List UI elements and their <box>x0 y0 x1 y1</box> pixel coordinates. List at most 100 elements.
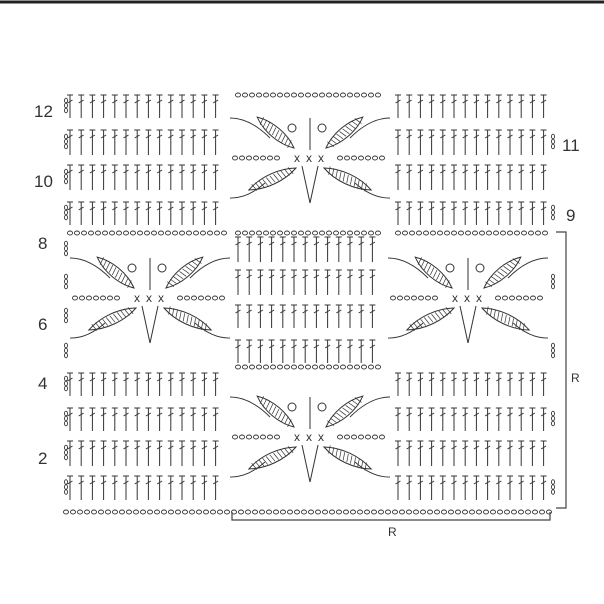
dc-stitch-symbol <box>507 201 513 225</box>
chain-symbol <box>375 364 381 370</box>
chain-symbol <box>77 509 83 515</box>
chain-symbol <box>340 230 346 236</box>
dc-stitch-symbol <box>268 339 275 363</box>
dc-stitch-symbol <box>111 201 118 225</box>
dc-stitch-symbol <box>462 440 469 466</box>
dc-stitch-symbol <box>395 407 401 431</box>
dc-stitch-symbol <box>201 129 208 155</box>
dc-stitch-symbol <box>67 201 73 225</box>
chain-arc <box>387 322 424 339</box>
dc-stitch-symbol <box>111 407 118 431</box>
chain-symbol <box>298 230 304 236</box>
dc-stitch-symbol <box>235 236 241 262</box>
chain-symbol <box>486 230 492 236</box>
chain-symbol <box>462 509 468 515</box>
chain-symbol <box>249 230 255 236</box>
chain-symbol <box>507 230 513 236</box>
dc-stitch-symbol <box>100 129 107 155</box>
vertical-repeat-bracket <box>556 231 567 509</box>
chain-symbol <box>358 155 364 161</box>
chain-symbol <box>64 420 68 427</box>
dc-stitch-symbol <box>473 164 480 190</box>
chain-symbol <box>107 295 113 301</box>
chain-symbol <box>528 230 534 236</box>
dc-stitch-symbol <box>302 269 309 295</box>
dc-stitch-symbol <box>134 475 141 500</box>
dc-stitch-symbol <box>145 129 152 155</box>
dc-stitch-symbol <box>123 129 129 155</box>
chain-symbol <box>253 155 259 161</box>
dc-stitch-symbol <box>111 372 118 396</box>
chain-symbol <box>64 278 68 285</box>
chain-symbol <box>172 230 178 236</box>
chain-symbol <box>273 509 279 515</box>
dc-stitch-symbol <box>462 201 469 225</box>
dc-stitch-symbol <box>406 129 413 155</box>
dc-stitch-symbol <box>395 164 401 190</box>
chain-symbol <box>551 484 555 490</box>
chain-symbol <box>287 509 293 515</box>
sc-x-symbol: x <box>464 291 470 305</box>
dc-stitch-symbol <box>235 339 241 363</box>
chain-symbol <box>256 92 262 98</box>
dc-stitch-symbol <box>529 475 536 500</box>
chain-symbol <box>161 509 167 515</box>
chain-symbol <box>509 295 515 301</box>
chain-symbol <box>551 420 555 427</box>
dc-stitch-symbol <box>123 407 129 431</box>
dc-stitch-symbol <box>246 339 253 363</box>
dc-stitch-symbol <box>540 475 547 500</box>
dc-stitch-symbol <box>451 372 457 396</box>
dc-stitch-symbol <box>89 475 96 500</box>
chain-symbol <box>500 230 506 236</box>
dc-stitch-symbol <box>507 372 513 396</box>
dc-stitch-symbol <box>78 440 85 466</box>
sc-x-symbol: x <box>294 151 300 165</box>
chain-symbol <box>357 509 363 515</box>
chain-symbol <box>365 434 371 440</box>
dc-stitch-symbol <box>179 94 185 118</box>
chain-symbol <box>351 155 357 161</box>
dc-stitch-symbol <box>395 372 401 396</box>
dc-stitch-symbol <box>291 339 297 363</box>
chain-symbol <box>214 230 220 236</box>
dc-stitch-symbol <box>347 339 353 363</box>
dc-stitch-symbol <box>406 372 413 396</box>
dc-stitch-symbol <box>201 440 208 466</box>
chain-symbol <box>267 434 273 440</box>
dc-stitch-symbol <box>190 475 197 500</box>
dc-stitch-symbol <box>100 94 107 118</box>
chain-symbol <box>200 230 206 236</box>
dc-stitch-symbol <box>167 475 174 500</box>
chain-symbol <box>64 380 68 387</box>
chain-symbol <box>119 509 125 515</box>
chain-symbol <box>441 509 447 515</box>
dc-stitch-symbol <box>201 475 208 500</box>
dc-stitch-symbol <box>495 372 502 396</box>
dc-stitch-symbol <box>134 440 141 466</box>
chain-leaf-petal <box>256 116 295 149</box>
chain-symbol <box>64 97 68 104</box>
dc-stitch-symbol <box>313 339 320 363</box>
chain-symbol <box>368 364 374 370</box>
chain-symbol <box>337 155 343 161</box>
dc-stitch-symbol <box>428 372 435 396</box>
chain-symbol <box>354 92 360 98</box>
chain-symbol <box>64 240 68 247</box>
dc-stitch-symbol <box>395 201 401 225</box>
chain-symbol <box>242 364 248 370</box>
dc-stitch-symbol <box>540 94 547 118</box>
chain-symbol <box>385 509 391 515</box>
dc-stitch-symbol <box>462 407 469 431</box>
dc-stitch-symbol <box>358 269 365 295</box>
chain-symbol <box>472 230 478 236</box>
dc-stitch-symbol <box>484 129 491 155</box>
chain-symbol <box>532 509 538 515</box>
chain-symbol <box>207 230 213 236</box>
dc-stitch-symbol <box>417 129 424 155</box>
dc-stitch-symbol <box>268 236 275 262</box>
dc-stitch-symbol <box>518 164 525 190</box>
chain-symbol <box>64 102 68 109</box>
chain-symbol <box>102 230 108 236</box>
